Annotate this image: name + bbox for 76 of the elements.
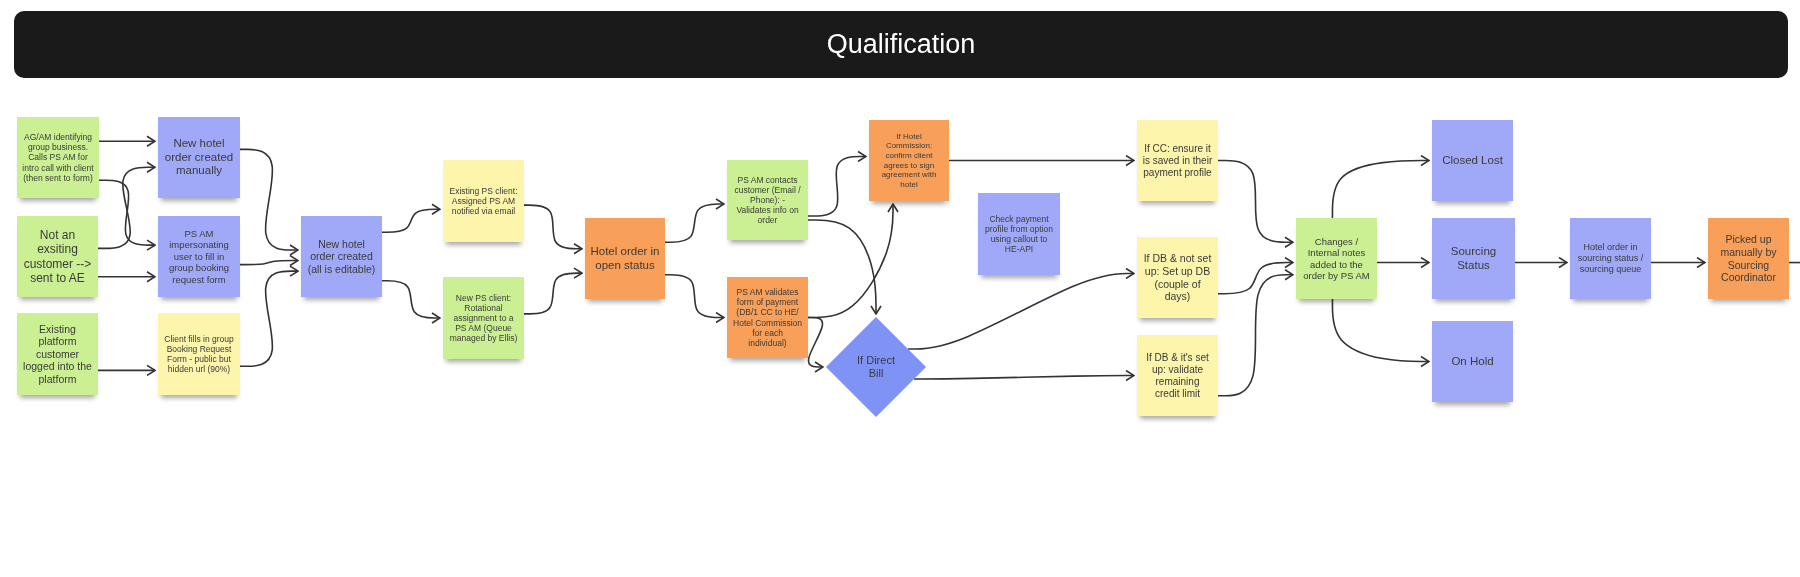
note-text: On Hold — [1451, 354, 1494, 369]
arrow — [523, 267, 583, 315]
arrow — [807, 316, 824, 373]
arrow — [807, 219, 882, 315]
arrow — [1217, 159, 1294, 249]
note-text: Picked up manually by Sourcing Coordinator — [1719, 233, 1778, 284]
note-text: Hotel order in open status — [590, 244, 660, 273]
sticky-note — [158, 216, 240, 297]
note-text: PS AM impersonating user to fill in group booking request form — [167, 228, 231, 285]
arrow — [97, 364, 156, 377]
arrow — [1650, 256, 1706, 269]
arrow — [523, 204, 583, 255]
note-text: New hotel order created manually — [163, 136, 235, 179]
note-text: Existing platform customer logged into the platform — [22, 322, 93, 386]
arrow — [1514, 256, 1568, 269]
note-text: Hotel order in sourcing status / sourcing queue — [1576, 242, 1645, 275]
arrow — [98, 179, 156, 251]
note-text: If DB & not set up: Set up DB (couple of days) — [1142, 252, 1213, 303]
sticky-note — [1296, 218, 1377, 299]
arrow — [807, 150, 867, 217]
arrow — [664, 273, 725, 324]
note-text: PS AM contacts customer (Email / Phone): - Validates info on order — [733, 174, 802, 226]
sticky-note — [17, 117, 99, 198]
note-text: Client fills in group Booking Request Form - public but hidden url (90%) — [163, 333, 235, 375]
arrow — [97, 270, 156, 283]
arrow — [1331, 154, 1430, 219]
arrow — [98, 135, 156, 148]
note-text: Sourcing Status — [1449, 244, 1498, 273]
note-text: If Direct Bill — [856, 353, 896, 381]
sticky-note — [17, 313, 98, 395]
arrow — [948, 154, 1135, 167]
arrow — [239, 265, 299, 368]
note-text: PS AM validates form of payment (DB/1 CC to HE/ Hotel Commission for each individual) — [732, 286, 803, 349]
note-text: Check payment profile from option using callout to HE-API — [983, 213, 1054, 255]
arrow — [1217, 268, 1294, 397]
arrow — [97, 161, 156, 250]
sticky-note — [585, 218, 665, 299]
arrow — [913, 369, 1135, 382]
note-text: If Hotel Commission: confirm client agrees to sign agreement with hotel — [880, 131, 938, 190]
sticky-note — [1432, 120, 1513, 201]
note-text: Not an exsiting customer --> sent to AE — [22, 227, 93, 286]
title-text: Qualification — [826, 29, 976, 60]
sticky-note — [158, 117, 240, 198]
note-text: Changes / Internal notes added to the order by PS AM — [1302, 235, 1371, 282]
sticky-note — [1432, 218, 1515, 299]
sticky-note — [727, 277, 808, 358]
sticky-note — [1137, 237, 1218, 318]
sticky-note — [1137, 120, 1218, 201]
sticky-note — [1570, 218, 1651, 299]
sticky-note — [301, 216, 382, 297]
sticky-note — [1432, 321, 1513, 402]
sticky-note — [1137, 335, 1218, 416]
arrow — [907, 267, 1135, 350]
note-text: Closed Lost — [1442, 153, 1503, 168]
arrow — [664, 198, 725, 244]
note-text: New PS client: Rotational assignment to a PS AM (Queue managed by Ellis) — [448, 292, 519, 344]
arrow — [381, 203, 441, 233]
sticky-note — [17, 216, 98, 297]
note-text: If DB & it's set up: validate remaining credit limit — [1145, 351, 1210, 400]
sticky-note — [1708, 218, 1789, 299]
arrow — [1217, 256, 1294, 295]
arrow — [1376, 256, 1430, 269]
note-text: Existing PS client: Assigned PS AM notified via email — [448, 185, 519, 217]
sticky-note — [158, 313, 240, 395]
arrow — [239, 148, 299, 256]
sticky-note — [727, 160, 808, 240]
sticky-note — [869, 120, 949, 201]
arrow — [239, 254, 299, 267]
arrow — [381, 280, 441, 324]
note-text: New hotel order created (all is editable) — [306, 237, 377, 276]
sticky-note — [443, 160, 524, 242]
sticky-note — [978, 193, 1060, 275]
note-text: AG/AM identifying group business. Calls PS AM for intro call with client (then sent to form) — [22, 132, 94, 183]
sticky-note — [443, 277, 524, 359]
note-text: If CC: ensure it is saved in their payment profile — [1142, 142, 1213, 179]
arrow — [1331, 298, 1430, 368]
